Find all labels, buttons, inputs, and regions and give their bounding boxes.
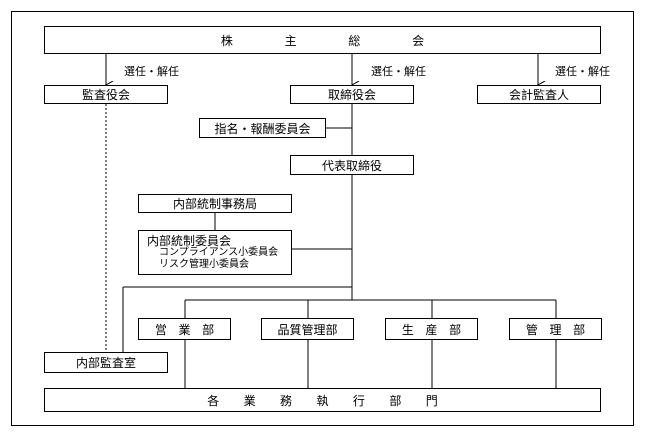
execution-char: 部: [389, 393, 402, 408]
execution-char: 業: [243, 393, 256, 408]
nomination-committee-box: 指名・報酬委員会: [199, 118, 326, 138]
appoint-label-accounting: 選任・解任: [555, 65, 610, 78]
title-char: 会: [412, 33, 425, 48]
auditors-box: 監査役会: [44, 85, 168, 104]
production-char: 産: [425, 322, 438, 337]
sales-char: 営: [154, 322, 167, 337]
management-char: 部: [573, 322, 586, 337]
shareholders-meeting-box: 株 主 総 会: [44, 26, 601, 54]
appoint-label-board: 選任・解任: [371, 65, 426, 78]
internal-audit-box: 内部監査室: [44, 352, 168, 373]
title-char: 株: [220, 33, 233, 48]
sales-department-box: 営 業 部: [138, 318, 231, 340]
quality-department-box: 品質管理部: [261, 318, 354, 340]
sales-char: 部: [202, 322, 215, 337]
sales-char: 業: [178, 322, 191, 337]
execution-char: 務: [280, 393, 293, 408]
internal-control-committee-box: 内部統制委員会 コンプライアンス小委員会 リスク管理小委員会: [138, 230, 292, 275]
title-char: 総: [348, 33, 361, 48]
execution-departments-box: 各 業 務 執 行 部 門: [44, 388, 601, 412]
production-char: 生: [401, 322, 414, 337]
appoint-label-auditors: 選任・解任: [124, 65, 179, 78]
execution-char: 行: [352, 393, 365, 408]
title-char: 主: [284, 33, 297, 48]
execution-char: 各: [207, 393, 220, 408]
production-char: 部: [449, 322, 462, 337]
diagram-frame: [11, 11, 634, 426]
production-department-box: 生 産 部: [385, 318, 478, 340]
management-char: 理: [549, 322, 562, 337]
management-char: 管: [525, 322, 538, 337]
risk-subcommittee: リスク管理小委員会: [159, 258, 249, 270]
execution-char: 門: [425, 393, 438, 408]
board-box: 取締役会: [290, 85, 414, 104]
accounting-auditor-box: 会計監査人: [477, 85, 601, 104]
representative-box: 代表取締役: [290, 155, 414, 175]
committee-title: 内部統制委員会: [147, 233, 232, 248]
internal-control-office-box: 内部統制事務局: [138, 194, 292, 213]
management-department-box: 管 理 部: [509, 318, 602, 340]
compliance-subcommittee: コンプライアンス小委員会: [159, 246, 279, 258]
execution-char: 執: [316, 393, 329, 408]
